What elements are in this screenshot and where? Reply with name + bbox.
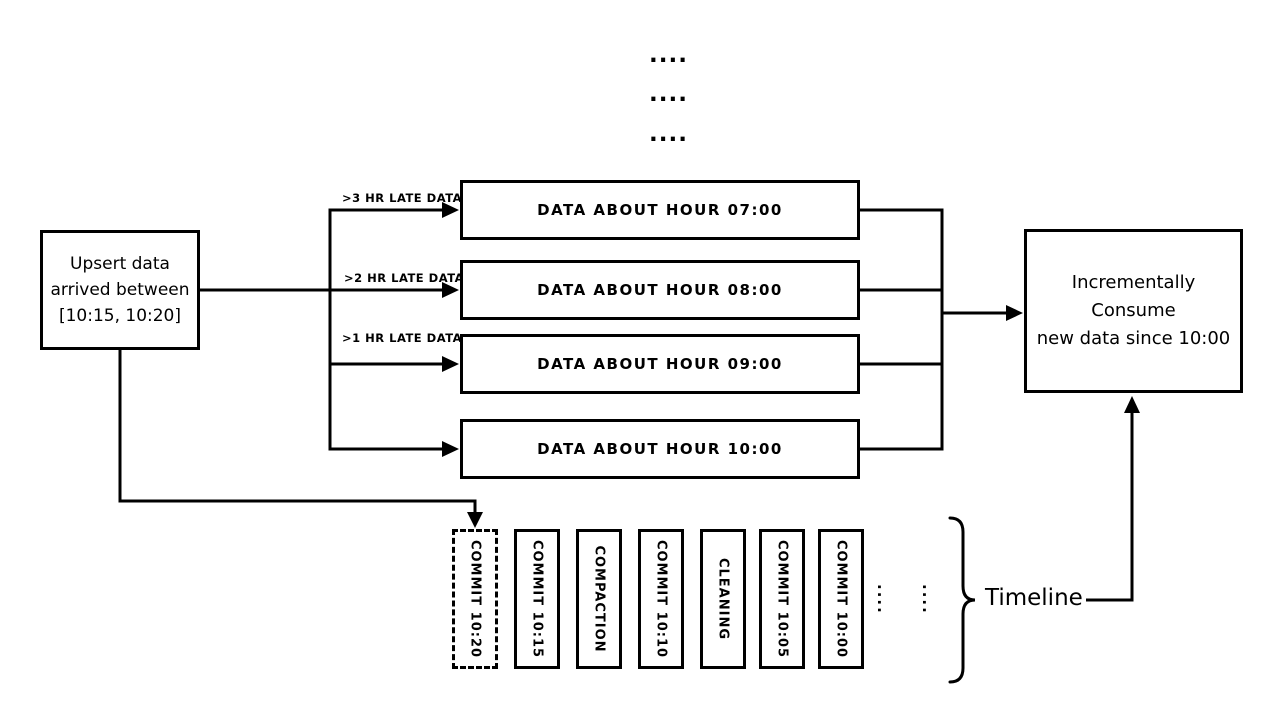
- arrowhead-2hr-late: [442, 282, 459, 298]
- timeline-ellipsis: ....: [919, 584, 937, 615]
- consume-line-2: new data since 10:00: [1036, 328, 1231, 349]
- top-ellipsis-row: ....: [649, 81, 688, 107]
- upsert-data-box: Upsert data arrived between [10:15, 10:2…: [40, 230, 200, 350]
- top-ellipsis-row: ....: [649, 42, 688, 68]
- timeline-commit-1020-label: COMMIT 10:20: [467, 539, 483, 659]
- timeline-brace: [948, 516, 976, 684]
- data-hour-0700-box: DATA ABOUT HOUR 07:00: [460, 180, 860, 240]
- label-1hr-late-data: >1 HR LATE DATA: [342, 331, 463, 345]
- arrowhead-commit-down: [467, 512, 483, 528]
- timeline-commit-1010-label: COMMIT 10:10: [653, 539, 669, 659]
- upsert-data-text: Upsert data arrived between [10:15, 10:2…: [50, 251, 189, 329]
- timeline-commit-1005-label: COMMIT 10:05: [774, 539, 790, 659]
- data-hour-0900-box: DATA ABOUT HOUR 09:00: [460, 334, 860, 394]
- timeline-commit-1000-label: COMMIT 10:00: [833, 539, 849, 659]
- data-hour-0800-box: DATA ABOUT HOUR 08:00: [460, 260, 860, 320]
- label-3hr-late-data: >3 HR LATE DATA: [342, 191, 463, 205]
- upsert-line-1: Upsert data: [70, 254, 170, 274]
- timeline-cleaning-label: CLEANING: [715, 557, 731, 641]
- incremental-consume-box: Incrementally Consume new data since 10:…: [1024, 229, 1243, 393]
- top-ellipsis-row: ....: [649, 121, 688, 147]
- timeline-label: Timeline: [985, 585, 1083, 611]
- timeline-commit-1020-box: COMMIT 10:20: [452, 529, 498, 669]
- incremental-consume-text: Incrementally Consume new data since 10:…: [1027, 269, 1240, 353]
- upsert-line-3: [10:15, 10:20]: [58, 306, 182, 326]
- timeline-commit-1000-box: COMMIT 10:00: [818, 529, 864, 669]
- line-upsert-to-commit: [118, 349, 477, 514]
- timeline-cleaning-box: CLEANING: [700, 529, 746, 669]
- timeline-ellipsis: ....: [874, 584, 892, 615]
- line-timeline-to-consume: [1086, 412, 1134, 602]
- consume-line-1: Incrementally Consume: [1071, 272, 1196, 321]
- arrowhead-consume: [1006, 305, 1023, 321]
- timeline-commit-1010-box: COMMIT 10:10: [638, 529, 684, 669]
- label-2hr-late-data: >2 HR LATE DATA: [344, 271, 465, 285]
- timeline-commit-1005-box: COMMIT 10:05: [759, 529, 805, 669]
- timeline-compaction-box: COMPACTION: [576, 529, 622, 669]
- arrowhead-3hr-late: [442, 202, 459, 218]
- upsert-line-2: arrived between: [50, 280, 190, 300]
- timeline-commit-1015-label: COMMIT 10:15: [529, 539, 545, 659]
- arrowhead-1hr-late: [442, 356, 459, 372]
- arrowhead-consume-up: [1124, 396, 1140, 413]
- timeline-commit-1015-box: COMMIT 10:15: [514, 529, 560, 669]
- data-hour-1000-box: DATA ABOUT HOUR 10:00: [460, 419, 860, 479]
- arrowhead-current-hour: [442, 441, 459, 457]
- timeline-compaction-label: COMPACTION: [591, 545, 607, 653]
